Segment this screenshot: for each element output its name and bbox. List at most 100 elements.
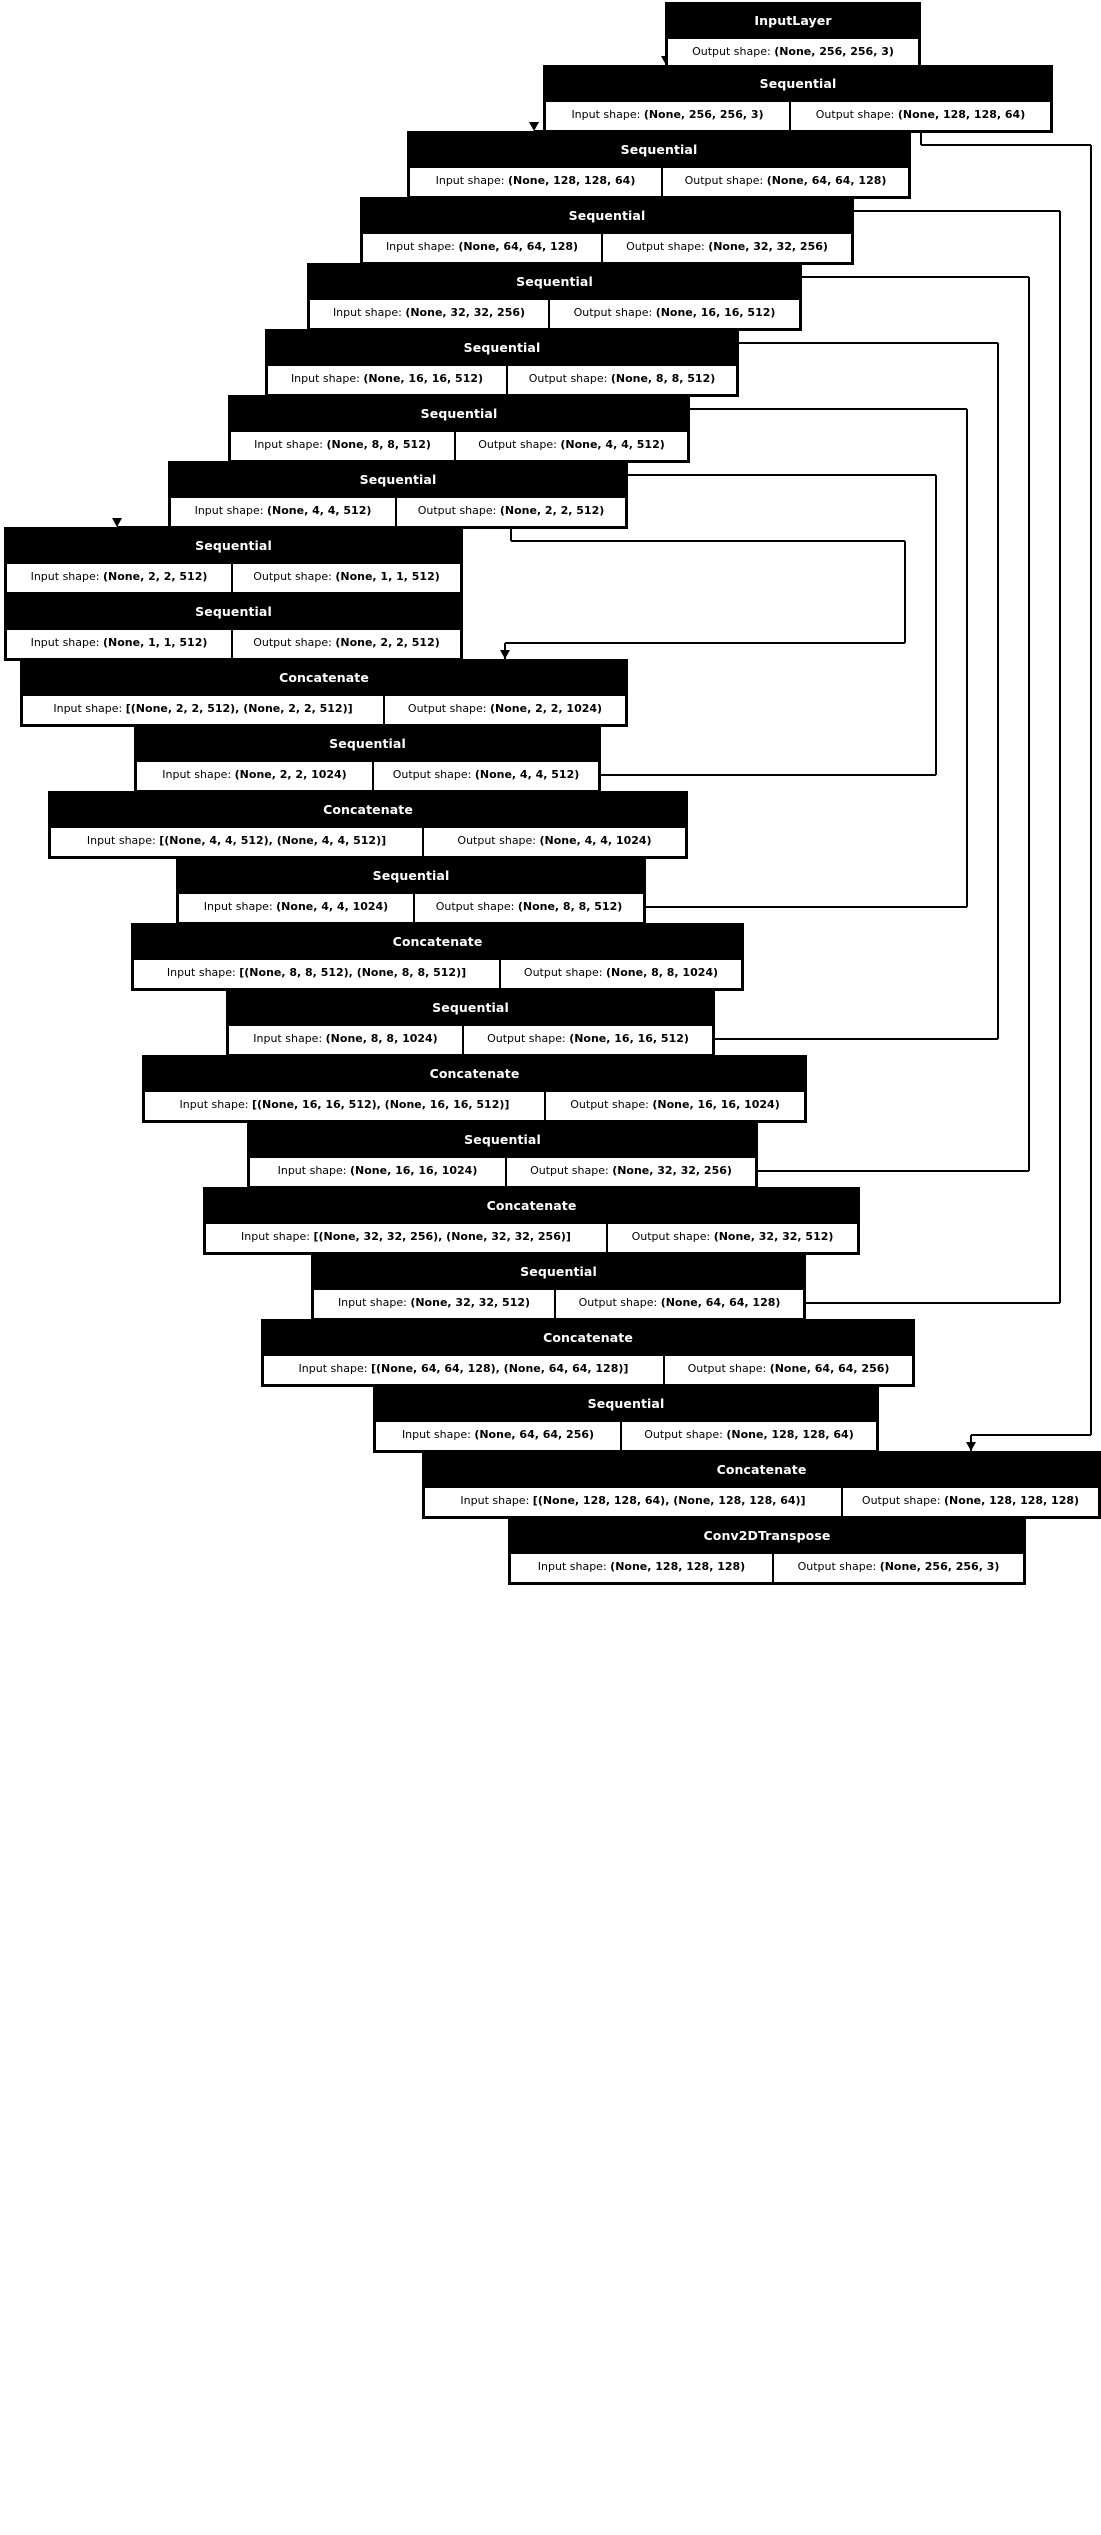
output-shape-cell-prefix: Output shape:: [253, 570, 336, 583]
input-shape-cell: Input shape: (None, 1, 1, 512): [6, 629, 232, 659]
output-shape-cell: Output shape: (None, 64, 64, 256): [664, 1355, 913, 1385]
input-shape-cell-value: (None, 256, 256, 3): [643, 108, 764, 121]
edge-skip-seq_enc_6: [555, 774, 936, 776]
layer-type-label: Sequential: [362, 199, 852, 233]
input-shape-cell: Input shape: [(None, 128, 128, 64), (Non…: [424, 1487, 842, 1517]
layer-type-label: Sequential: [409, 133, 909, 167]
output-shape-cell-value: (None, 4, 4, 1024): [539, 834, 652, 847]
layer-type-label: Concatenate: [263, 1321, 913, 1355]
edge-skip-seq_enc_6: [572, 474, 936, 476]
layer-shape-row: Input shape: (None, 2, 2, 512)Output sha…: [6, 563, 461, 593]
layer-type-label: InputLayer: [667, 4, 919, 38]
input-shape-cell: Input shape: (None, 8, 8, 1024): [228, 1025, 463, 1055]
input-shape-cell-value: (None, 32, 32, 512): [410, 1296, 531, 1309]
layer-type-label: Sequential: [136, 727, 599, 761]
output-shape-cell: Output shape: (None, 4, 4, 512): [455, 431, 688, 461]
input-shape-cell-value: [(None, 64, 64, 128), (None, 64, 64, 128…: [370, 1362, 629, 1375]
input-shape-cell-prefix: Input shape:: [537, 1560, 611, 1573]
edge-skip-seq_enc_4: [675, 1038, 998, 1040]
input-shape-cell-prefix: Input shape:: [401, 1428, 475, 1441]
input-shape-cell-prefix: Input shape:: [290, 372, 364, 385]
edge-skip-seq_enc_3: [1028, 277, 1030, 1171]
input-shape-cell-prefix: Input shape:: [332, 306, 406, 319]
output-shape-cell: Output shape: (None, 4, 4, 512): [373, 761, 599, 791]
output-shape-cell-value: (None, 2, 2, 512): [499, 504, 605, 517]
layer-type-label: Sequential: [545, 67, 1051, 101]
edge-skip-seq_enc_7: [510, 527, 512, 541]
output-shape-cell-value: (None, 32, 32, 512): [713, 1230, 834, 1243]
output-shape-cell-value: (None, 2, 2, 1024): [490, 702, 603, 715]
input-shape-cell: Input shape: [(None, 2, 2, 512), (None, …: [22, 695, 384, 725]
input-shape-cell-value: [(None, 16, 16, 512), (None, 16, 16, 512…: [251, 1098, 510, 1111]
output-shape-cell: Output shape: (None, 256, 256, 3): [773, 1553, 1024, 1583]
output-shape-cell-value: (None, 4, 4, 512): [474, 768, 580, 781]
input-shape-cell-value: [(None, 8, 8, 512), (None, 8, 8, 512)]: [239, 966, 467, 979]
output-shape-cell: Output shape: (None, 2, 2, 1024): [384, 695, 626, 725]
layer-type-label: Conv2DTranspose: [510, 1519, 1024, 1553]
output-shape-cell: Output shape: (None, 128, 128, 128): [842, 1487, 1099, 1517]
layer-shape-row: Input shape: (None, 2, 2, 1024)Output sh…: [136, 761, 599, 791]
output-shape-cell: Output shape: (None, 16, 16, 1024): [545, 1091, 805, 1121]
layer-shape-row: Input shape: [(None, 16, 16, 512), (None…: [144, 1091, 805, 1121]
edge-skip-seq_enc_4: [997, 343, 999, 1039]
layer-shape-row: Input shape: (None, 64, 64, 128)Output s…: [362, 233, 852, 263]
layer-shape-row: Input shape: (None, 8, 8, 512)Output sha…: [230, 431, 688, 461]
input-shape-cell: Input shape: (None, 256, 256, 3): [545, 101, 790, 131]
edge-skip-seq_enc_3: [733, 1170, 1029, 1172]
layer-shape-row: Input shape: [(None, 128, 128, 64), (Non…: [424, 1487, 1099, 1517]
layer-type-label: Sequential: [230, 397, 688, 431]
output-shape-cell: Output shape: (None, 2, 2, 512): [232, 629, 461, 659]
output-shape-cell: Output shape: (None, 8, 8, 1024): [500, 959, 742, 989]
layer-shape-row: Input shape: [(None, 64, 64, 128), (None…: [263, 1355, 913, 1385]
input-shape-cell-prefix: Input shape:: [53, 702, 126, 715]
input-shape-cell: Input shape: (None, 32, 32, 512): [313, 1289, 555, 1319]
input-shape-cell-value: (None, 4, 4, 1024): [276, 900, 389, 913]
layer-type-label: Sequential: [178, 859, 644, 893]
output-shape-cell: Output shape: (None, 128, 128, 64): [790, 101, 1051, 131]
input-shape-cell: Input shape: [(None, 4, 4, 512), (None, …: [50, 827, 423, 857]
output-shape-cell-value: (None, 16, 16, 1024): [652, 1098, 780, 1111]
edge-skip-seq_enc_7: [904, 541, 906, 643]
input-shape-cell-prefix: Input shape:: [277, 1164, 350, 1177]
edge-skip-seq_enc_1: [971, 1434, 1091, 1436]
input-shape-cell-prefix: Input shape:: [179, 1098, 252, 1111]
edge-skip-seq_enc_2: [786, 210, 1060, 212]
layer-shape-row: Input shape: [(None, 4, 4, 512), (None, …: [50, 827, 686, 857]
layer-type-label: Concatenate: [205, 1189, 858, 1223]
output-shape-cell: Output shape: (None, 1, 1, 512): [232, 563, 461, 593]
output-shape-cell-prefix: Output shape:: [487, 1032, 570, 1045]
edge-skip-seq_enc_6: [935, 475, 937, 775]
output-shape-cell-prefix: Output shape:: [253, 636, 336, 649]
input-shape-cell-value: [(None, 4, 4, 512), (None, 4, 4, 512)]: [159, 834, 387, 847]
edge-skip-seq_enc_2: [1059, 211, 1061, 1303]
output-shape-cell-prefix: Output shape:: [687, 1362, 770, 1375]
input-shape-cell: Input shape: (None, 2, 2, 512): [6, 563, 232, 593]
input-shape-cell-prefix: Input shape:: [337, 1296, 411, 1309]
input-shape-cell-value: (None, 128, 128, 64): [508, 174, 636, 187]
input-shape-cell-value: (None, 16, 16, 1024): [350, 1164, 478, 1177]
edge-skip-seq_enc_3: [727, 276, 1029, 278]
input-shape-cell-value: (None, 64, 64, 256): [474, 1428, 595, 1441]
input-shape-cell-value: [(None, 2, 2, 512), (None, 2, 2, 512)]: [125, 702, 353, 715]
output-shape-cell-prefix: Output shape:: [523, 966, 607, 979]
layer-shape-row: Input shape: (None, 8, 8, 1024) Output sh…: [228, 1025, 713, 1055]
output-shape-cell-prefix: Output shape:: [573, 306, 656, 319]
input-shape-cell-value: (None, 1, 1, 512): [102, 636, 208, 649]
output-shape-cell-value: (None, 128, 128, 128): [944, 1494, 1080, 1507]
input-shape-cell-prefix: Input shape:: [30, 570, 103, 583]
input-shape-cell: Input shape: [(None, 16, 16, 512), (None…: [144, 1091, 545, 1121]
layer-type-label: Concatenate: [144, 1057, 805, 1091]
input-shape-cell: Input shape: (None, 4, 4, 512): [170, 497, 396, 527]
layer-type-label: Concatenate: [50, 793, 686, 827]
